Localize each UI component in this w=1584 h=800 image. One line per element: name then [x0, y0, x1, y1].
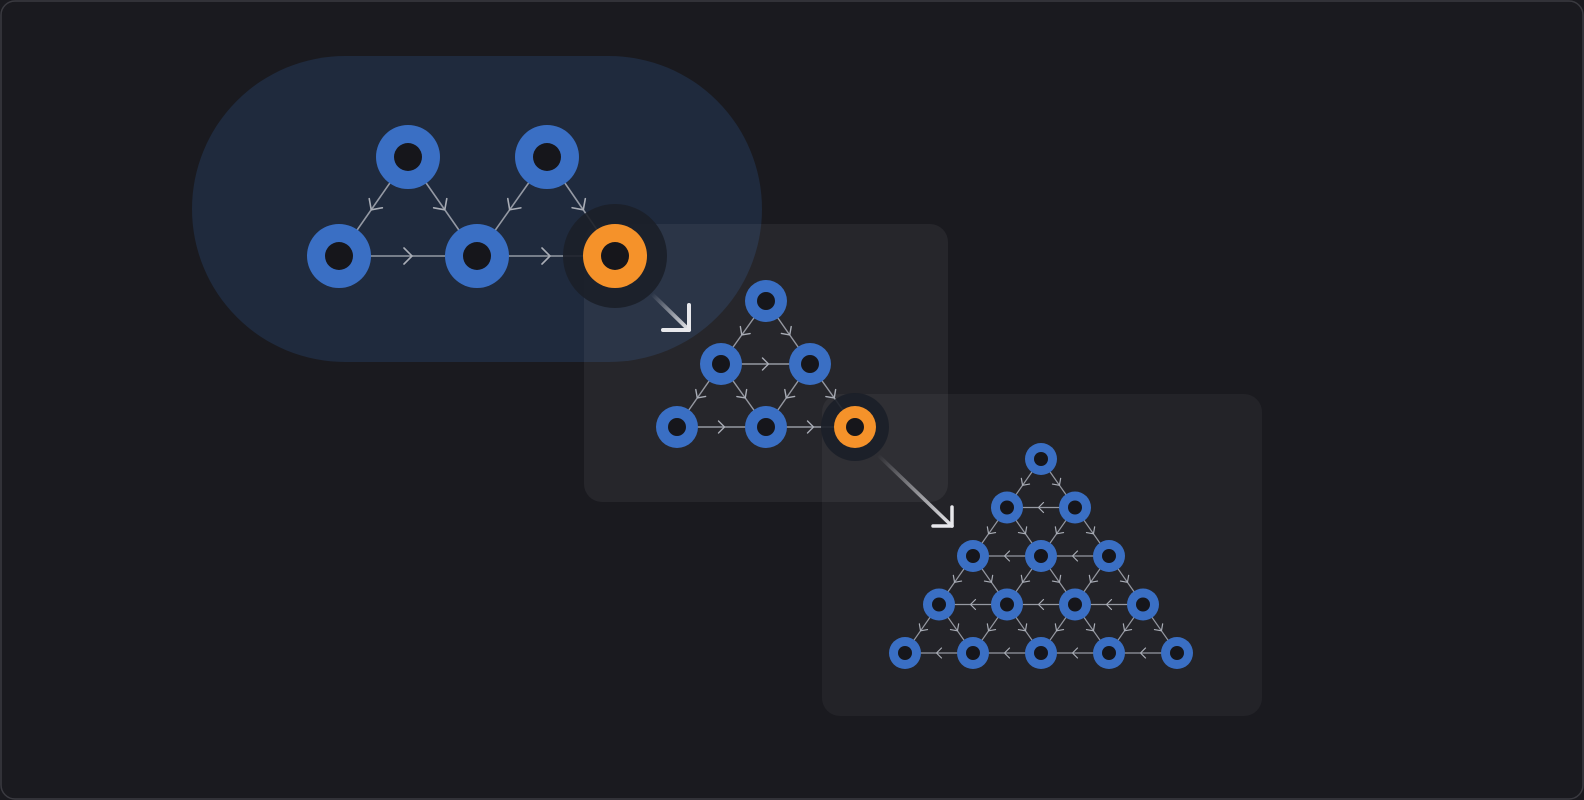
- edge-arrowhead: [695, 388, 707, 399]
- edge-arrowhead: [761, 357, 770, 371]
- arrow-head-2: [931, 505, 954, 528]
- edge-arrowhead: [1071, 550, 1079, 562]
- edge-arrowhead: [1037, 501, 1045, 514]
- edge-arrowhead: [1051, 574, 1062, 583]
- stage-3-node: [991, 491, 1023, 524]
- edge-arrowhead: [1085, 623, 1096, 632]
- stage-3-node: [889, 637, 921, 669]
- edge-arrowhead: [918, 623, 929, 632]
- edge-arrowhead: [1071, 647, 1079, 659]
- edge-arrowhead: [983, 574, 994, 583]
- stage-3-node: [1093, 540, 1125, 572]
- edge-arrowhead: [1085, 526, 1096, 535]
- stage-1-node: [376, 125, 440, 189]
- stage-3-node: [923, 588, 955, 621]
- edge-arrowhead: [780, 325, 792, 336]
- edge-arrowhead: [1020, 574, 1031, 583]
- stage-3-node: [1127, 588, 1159, 621]
- edge-arrowhead: [935, 647, 943, 659]
- stage-2-node: [789, 343, 831, 385]
- edge-arrowhead: [368, 197, 384, 211]
- edge-arrowhead: [1017, 526, 1028, 535]
- stage-3-node: [991, 588, 1023, 621]
- edge-arrowhead: [1054, 623, 1065, 632]
- edge-arrowhead: [736, 388, 748, 399]
- edge-arrowhead: [1153, 623, 1164, 632]
- stage-2-node: [656, 406, 698, 448]
- stage-1-node: [445, 224, 509, 288]
- stage-3-node: [957, 637, 989, 669]
- edge-arrowhead: [952, 574, 963, 583]
- edge-arrowhead: [1139, 647, 1147, 659]
- nodes-layer: [307, 125, 1193, 669]
- stage-3-node: [1025, 637, 1057, 669]
- stage-3-node: [1059, 491, 1091, 524]
- stage-1-node: [307, 224, 371, 288]
- edge-arrowhead: [1020, 477, 1031, 486]
- stage-2-highlighted-node: [834, 406, 876, 448]
- stage-3-node: [1059, 588, 1091, 621]
- edge-arrowhead: [1017, 623, 1028, 632]
- edge-arrowhead: [506, 197, 522, 211]
- edge-arrowhead: [571, 197, 587, 211]
- edge-arrowhead: [432, 197, 448, 211]
- edge-arrowhead: [1003, 550, 1011, 562]
- transition-arrow-2: [876, 453, 954, 528]
- edge-arrowhead: [717, 420, 726, 434]
- edge-arrowhead: [1037, 598, 1045, 611]
- arrow-down-right-icon: [650, 292, 691, 332]
- edge-arrowhead: [1119, 574, 1130, 583]
- edge-arrowhead: [986, 526, 997, 535]
- edge-arrowhead: [986, 623, 997, 632]
- edge-arrowhead: [1003, 647, 1011, 659]
- arrow-down-right-icon: [876, 453, 954, 528]
- edge-arrowhead: [1105, 598, 1113, 611]
- edge-arrowhead: [969, 598, 977, 611]
- edge-arrowhead: [541, 247, 551, 265]
- stage-3-node: [1025, 443, 1057, 475]
- stage-2-node: [745, 406, 787, 448]
- edge-arrowhead: [784, 388, 796, 399]
- stage-3-node: [1161, 637, 1193, 669]
- stage-1-highlighted-node: [583, 224, 647, 288]
- edge-arrowhead: [739, 325, 751, 336]
- edge-arrowhead: [1122, 623, 1133, 632]
- edge-arrowhead: [1051, 477, 1062, 486]
- stage-3-node: [1025, 540, 1057, 572]
- edge-arrowhead: [403, 247, 413, 265]
- edge-arrowhead: [1054, 526, 1065, 535]
- arrow-head-1: [661, 303, 691, 332]
- edge-arrowhead: [1088, 574, 1099, 583]
- stage-3-node: [1093, 637, 1125, 669]
- stage-2-node: [745, 280, 787, 322]
- stage-3-node: [957, 540, 989, 572]
- edge-arrowhead: [806, 420, 815, 434]
- stage-1-node: [515, 125, 579, 189]
- edge-arrowhead: [949, 623, 960, 632]
- edge-arrowhead: [825, 388, 837, 399]
- transition-arrow-1: [650, 292, 691, 332]
- stage-2-node: [700, 343, 742, 385]
